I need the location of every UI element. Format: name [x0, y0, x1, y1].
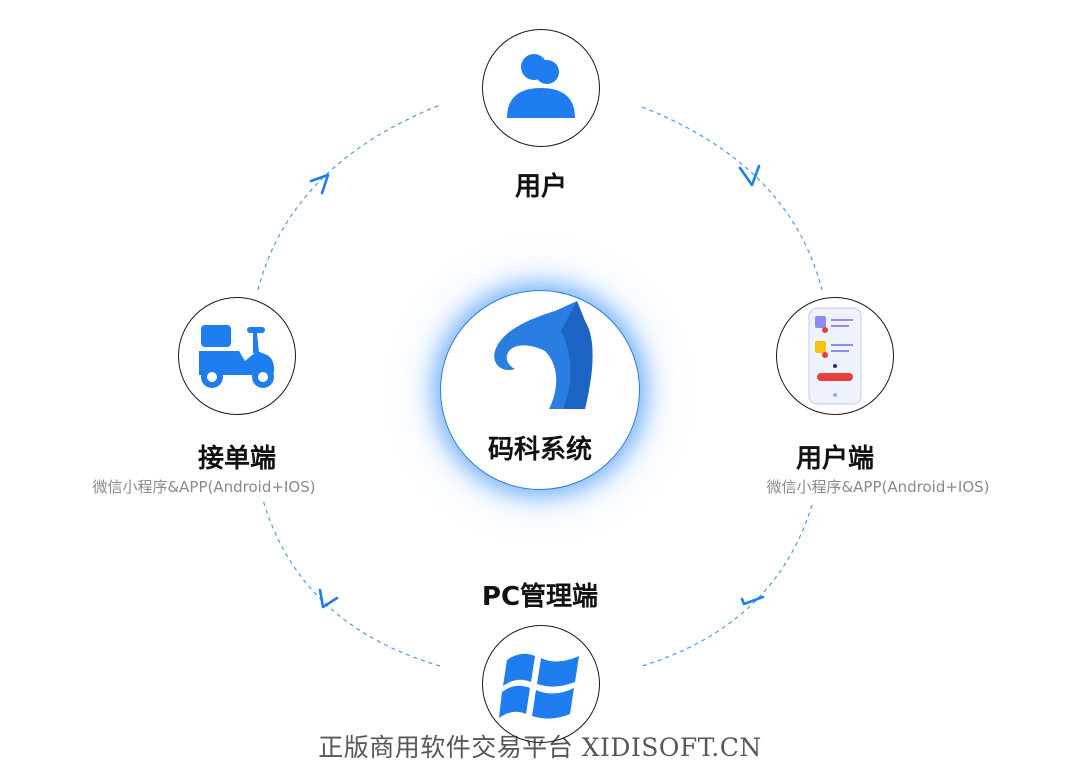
label-user-client: 用户端 — [795, 444, 874, 474]
arrow-top-right — [738, 164, 761, 187]
sub-user-client: 微信小程序&APP(Android+IOS) — [766, 478, 990, 496]
arc-left-top — [257, 104, 441, 291]
arrow-right-bottom — [740, 595, 765, 606]
node-user-client — [776, 297, 894, 415]
arrow-bottom-left — [318, 588, 339, 609]
center-system: 码科系统 — [440, 290, 640, 490]
scooter-icon — [199, 325, 275, 388]
watermark: 正版商用软件交易平台 XIDISOFT.CN — [318, 733, 762, 762]
node-user — [482, 29, 600, 147]
sub-order-client: 微信小程序&APP(Android+IOS) — [92, 478, 316, 496]
label-user: 用户 — [514, 172, 567, 202]
windows-icon — [499, 653, 579, 719]
arc-top-right — [641, 106, 823, 291]
node-pc-admin — [482, 625, 600, 743]
center-title: 码科系统 — [487, 435, 592, 465]
label-pc-admin: PC管理端 — [481, 582, 599, 612]
node-order-client — [178, 297, 296, 415]
arrow-left-top — [309, 173, 330, 195]
user-icon — [507, 54, 575, 118]
arc-right-bottom — [641, 504, 813, 667]
label-order-client: 接单端 — [197, 444, 276, 474]
horse-logo — [494, 301, 593, 409]
arc-bottom-left — [262, 499, 441, 667]
mobile-app-icon — [808, 307, 862, 405]
